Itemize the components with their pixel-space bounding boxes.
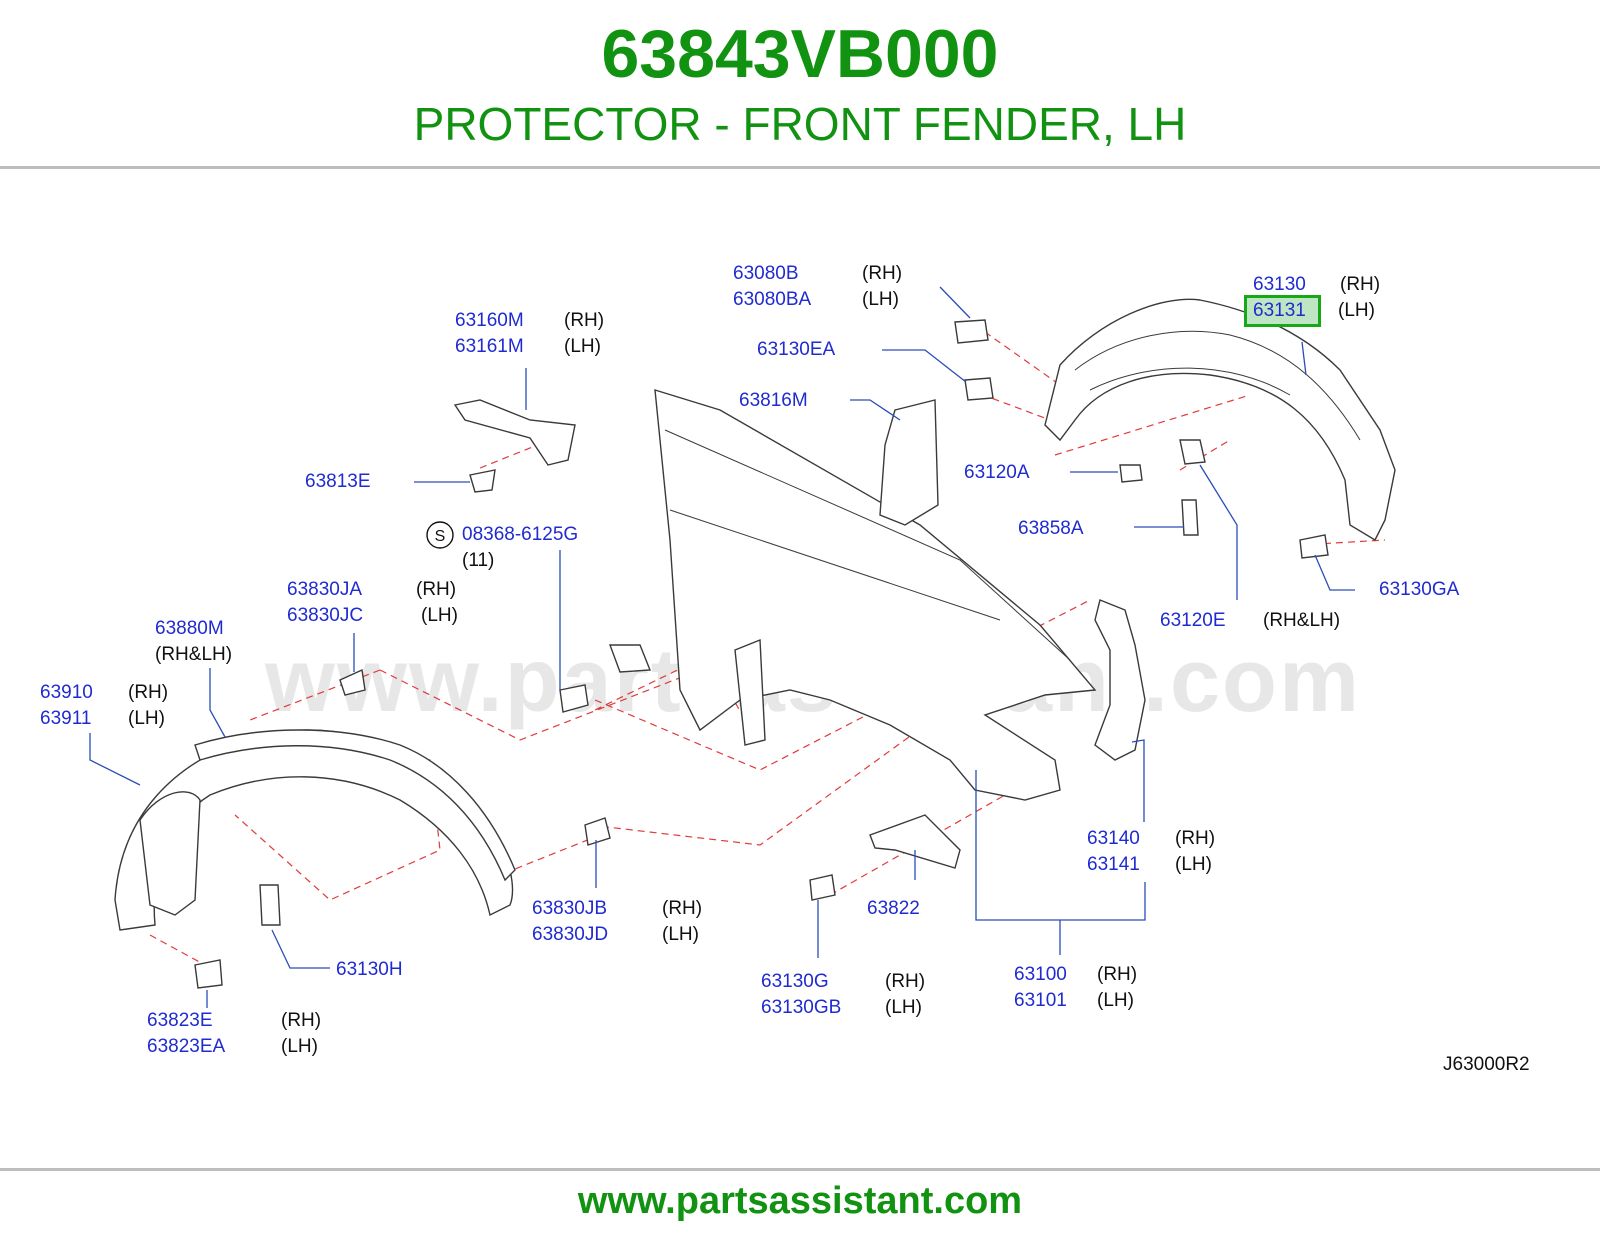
part-number-label[interactable]: 63823EA: [147, 1036, 226, 1057]
side-label: (LH): [862, 289, 899, 310]
front-fender: [654, 389, 1097, 801]
part-number-label[interactable]: 63822: [867, 898, 920, 919]
side-label: (LH): [1175, 854, 1212, 875]
quantity-label: (11): [462, 550, 495, 571]
part-number-label[interactable]: 63161M: [455, 336, 524, 357]
part-number-label[interactable]: 63120A: [964, 462, 1030, 483]
part-number-label[interactable]: 63830JB: [532, 898, 608, 919]
part-number-label[interactable]: 63813E: [305, 471, 371, 492]
callout-63100: 63100 (RH) 63101 (LH): [1014, 962, 1137, 1014]
side-label: (RH): [662, 898, 703, 919]
callout-63120A: 63120A: [964, 460, 1030, 486]
fender-protector: [1044, 298, 1396, 541]
side-label: (RH&LH): [155, 644, 233, 665]
side-label: (RH): [128, 682, 169, 703]
svg-text:S: S: [435, 528, 446, 545]
part-number-label[interactable]: 63830JD: [532, 924, 609, 945]
part-number-label[interactable]: 08368-6125G: [462, 524, 579, 545]
side-label: (LH): [1338, 300, 1375, 321]
side-label: (LH): [885, 997, 922, 1018]
part-number-label[interactable]: 63830JC: [287, 605, 364, 626]
callout-63823E: 63823E (RH) 63823EA (LH): [147, 1008, 321, 1060]
part-number-label[interactable]: 63120E: [1160, 610, 1226, 631]
callout-63816M: 63816M: [739, 388, 808, 414]
part-number-label[interactable]: 63880M: [155, 618, 224, 639]
callout-63813E: 63813E: [305, 469, 371, 495]
callout-63120E: 63120E (RH&LH): [1160, 608, 1340, 634]
side-label: (LH): [662, 924, 699, 945]
header-divider: [0, 166, 1600, 169]
callout-63130: 63130 (RH) 63131 (LH): [1244, 272, 1381, 327]
side-label: (RH): [281, 1010, 322, 1031]
part-number-label[interactable]: 63080BA: [733, 289, 812, 310]
side-label: (LH): [421, 605, 458, 626]
callout-63130EA: 63130EA: [757, 337, 835, 363]
standard-part-symbol: [426, 521, 454, 549]
part-number-label[interactable]: 63141: [1087, 854, 1140, 875]
mud-guard: [139, 791, 201, 916]
side-label: (RH): [885, 971, 926, 992]
part-number-label[interactable]: 63910: [40, 682, 93, 703]
footer-url-link[interactable]: www.partsassistant.com: [577, 1180, 1023, 1222]
callout-63160: 63160M (RH) 63161M (LH): [455, 308, 604, 360]
callout-63080: 63080B (RH) 63080BA (LH): [733, 261, 902, 313]
part-number-title: 63843VB000: [601, 16, 999, 92]
part-number-label[interactable]: 63101: [1014, 990, 1067, 1011]
side-label: (LH): [564, 336, 601, 357]
side-label: (RH): [564, 310, 605, 331]
part-number-label[interactable]: 63130G: [761, 971, 829, 992]
diagram-reference-code: J63000R2: [1443, 1054, 1530, 1075]
part-number-label[interactable]: 63160M: [455, 310, 524, 331]
part-number-label[interactable]: 63130GB: [761, 997, 842, 1018]
stay-63822: [869, 814, 961, 869]
fasteners: [194, 319, 1329, 989]
callout-63830JB: 63830JB (RH) 63830JD (LH): [532, 896, 702, 948]
side-label: (RH): [416, 579, 457, 600]
part-number-label[interactable]: 63130EA: [757, 339, 836, 360]
callout-63822: 63822: [867, 896, 920, 922]
side-label: (RH): [1175, 828, 1216, 849]
highlighted-part-number[interactable]: 63131: [1244, 295, 1321, 327]
part-number-label[interactable]: 63816M: [739, 390, 808, 411]
rear-fender-bracket: [1094, 599, 1146, 761]
part-number-label[interactable]: 63130H: [336, 959, 403, 980]
callout-63830JA: 63830JA (RH) 63830JC (LH): [287, 577, 458, 629]
part-number-label[interactable]: 63130: [1253, 274, 1306, 295]
callout-63880M: 63880M (RH&LH): [155, 616, 232, 668]
callout-63130GA: 63130GA: [1379, 577, 1459, 603]
part-number-label[interactable]: 63858A: [1018, 518, 1084, 539]
side-label: (LH): [128, 708, 165, 729]
callout-63910: 63910 (RH) 63911 (LH): [40, 680, 168, 732]
part-number-label[interactable]: 63100: [1014, 964, 1067, 985]
fender-bracket: [453, 399, 576, 466]
callout-63130G: 63130G (RH) 63130GB (LH): [761, 969, 925, 1021]
side-label: (RH): [862, 263, 903, 284]
side-label: (RH): [1097, 964, 1138, 985]
part-name-subtitle: PROTECTOR - FRONT FENDER, LH: [413, 98, 1187, 150]
callout-63130H: 63130H: [336, 957, 403, 983]
part-number-label[interactable]: 63140: [1087, 828, 1140, 849]
side-label: (RH): [1340, 274, 1381, 295]
callout-63858A: 63858A: [1018, 516, 1084, 542]
callout-08368: 08368-6125G (11): [462, 522, 578, 574]
side-label: (LH): [281, 1036, 318, 1057]
side-label: (RH&LH): [1263, 610, 1341, 631]
part-number-label[interactable]: 63130GA: [1379, 579, 1460, 600]
footer-divider: [0, 1168, 1600, 1171]
callout-63140: 63140 (RH) 63141 (LH): [1087, 826, 1215, 878]
part-number-label[interactable]: 63830JA: [287, 579, 363, 600]
splash-shield: [879, 399, 939, 526]
side-label: (LH): [1097, 990, 1134, 1011]
part-number-label[interactable]: 63911: [40, 708, 92, 729]
leader-lines: [89, 286, 1355, 1008]
part-number-label[interactable]: 63823E: [147, 1010, 213, 1031]
part-number-label[interactable]: 63080B: [733, 263, 799, 284]
